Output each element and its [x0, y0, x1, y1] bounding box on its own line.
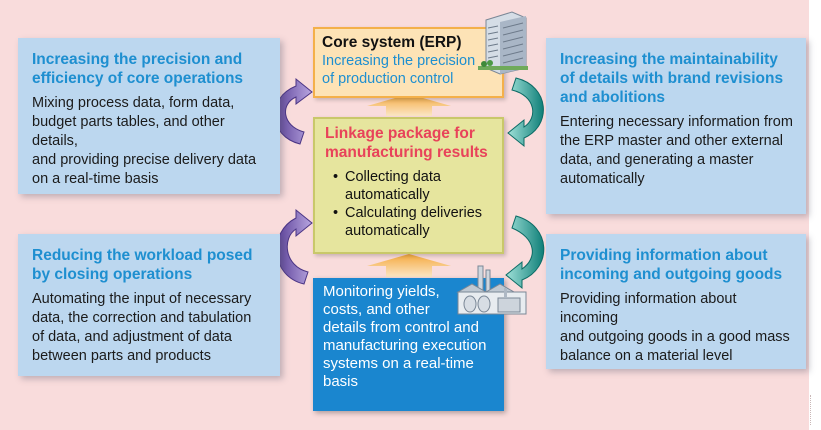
monitoring-text: Monitoring yields, costs, and other deta… [323, 283, 498, 391]
body-line: on a real-time basis [32, 171, 159, 187]
title-line: Reducing the workload posed [32, 247, 253, 264]
linkage-package-box: Linkage package for manufacturing result… [313, 117, 504, 254]
bullet-line: automatically [345, 187, 430, 203]
title-line: by closing operations [32, 266, 193, 283]
body-line: and outgoing goods in a good mass [560, 329, 790, 345]
monitor-line: costs, and other [323, 301, 430, 318]
closing-operations-body: Automating the input of necessary data, … [32, 290, 268, 366]
bullet-line: Calculating deliveries [345, 205, 483, 221]
maintainability-body: Entering necessary information from the … [560, 113, 794, 189]
closing-operations-box: Reducing the workload posed by closing o… [18, 234, 280, 376]
orange-up-arrow-upper [367, 94, 451, 116]
body-line: the ERP master and other external [560, 133, 783, 149]
title-line: Increasing the maintainability [560, 51, 778, 68]
purple-curved-arrow-upper [274, 77, 313, 145]
title-line: Providing information about [560, 247, 768, 264]
monitor-line: manufacturing execution [323, 337, 487, 354]
title-line: and abolitions [560, 89, 666, 106]
body-line: budget parts tables, and other details, [32, 114, 225, 149]
linkage-bullet-item: • Collecting data automatically [333, 168, 496, 204]
maintainability-title: Increasing the maintainability of detail… [560, 50, 794, 107]
orange-up-arrow-lower [367, 254, 451, 277]
bullet-dot-icon: • [333, 205, 339, 221]
linkage-package-title: Linkage package for manufacturing result… [325, 124, 496, 162]
body-line: and providing precise delivery data [32, 152, 257, 168]
monitor-line: Monitoring yields, [323, 283, 440, 300]
linkage-bullet-item: • Calculating deliveries automatically [333, 204, 496, 240]
body-line: balance on a material level [560, 348, 733, 364]
incoming-outgoing-body: Providing information about incoming and… [560, 290, 794, 366]
core-system-title: Core system (ERP) [322, 34, 462, 51]
body-line: data, the correction and tabulation [32, 310, 252, 326]
teal-curved-arrow-upper [507, 77, 544, 148]
core-system-subtitle-line: Increasing the precision [322, 53, 476, 69]
precision-efficiency-box: Increasing the precision and efficiency … [18, 38, 280, 194]
title-line: Linkage package for [325, 125, 475, 142]
bullet-line: automatically [345, 223, 430, 239]
body-line: Mixing process data, form data, [32, 95, 235, 111]
body-line: of data, and adjustment of data [32, 329, 232, 345]
monitor-line: systems on a real-time [323, 355, 474, 372]
incoming-outgoing-title: Providing information about incoming and… [560, 246, 794, 284]
precision-efficiency-title: Increasing the precision and efficiency … [32, 50, 268, 88]
body-line: data, and generating a master [560, 152, 754, 168]
monitoring-box: Monitoring yields, costs, and other deta… [313, 278, 504, 411]
teal-curved-arrow-lower [505, 215, 545, 290]
incoming-outgoing-box: Providing information about incoming and… [546, 234, 806, 369]
monitor-line: basis [323, 373, 359, 390]
precision-efficiency-body: Mixing process data, form data, budget p… [32, 94, 268, 189]
title-line: incoming and outgoing goods [560, 266, 783, 283]
bullet-dot-icon: • [333, 169, 339, 185]
title-line: manufacturing results [325, 144, 488, 161]
core-system-box: Core system (ERP) Increasing the precisi… [313, 27, 504, 98]
title-line: Increasing the precision and [32, 51, 243, 68]
title-line: efficiency of core operations [32, 70, 244, 87]
bullet-line: Collecting data [345, 169, 441, 185]
body-line: Entering necessary information from [560, 114, 793, 130]
body-line: Providing information about incoming [560, 291, 737, 326]
monitor-line: details from control and [323, 319, 479, 336]
title-line: of details with brand revisions [560, 70, 784, 87]
closing-operations-title: Reducing the workload posed by closing o… [32, 246, 268, 284]
maintainability-box: Increasing the maintainability of detail… [546, 38, 806, 214]
purple-curved-arrow-lower [276, 208, 313, 285]
body-line: Automating the input of necessary [32, 291, 252, 307]
core-system-subtitle-line: of production control [322, 71, 454, 87]
body-line: automatically [560, 171, 645, 187]
body-line: between parts and products [32, 348, 211, 364]
margin-mark [810, 395, 817, 425]
